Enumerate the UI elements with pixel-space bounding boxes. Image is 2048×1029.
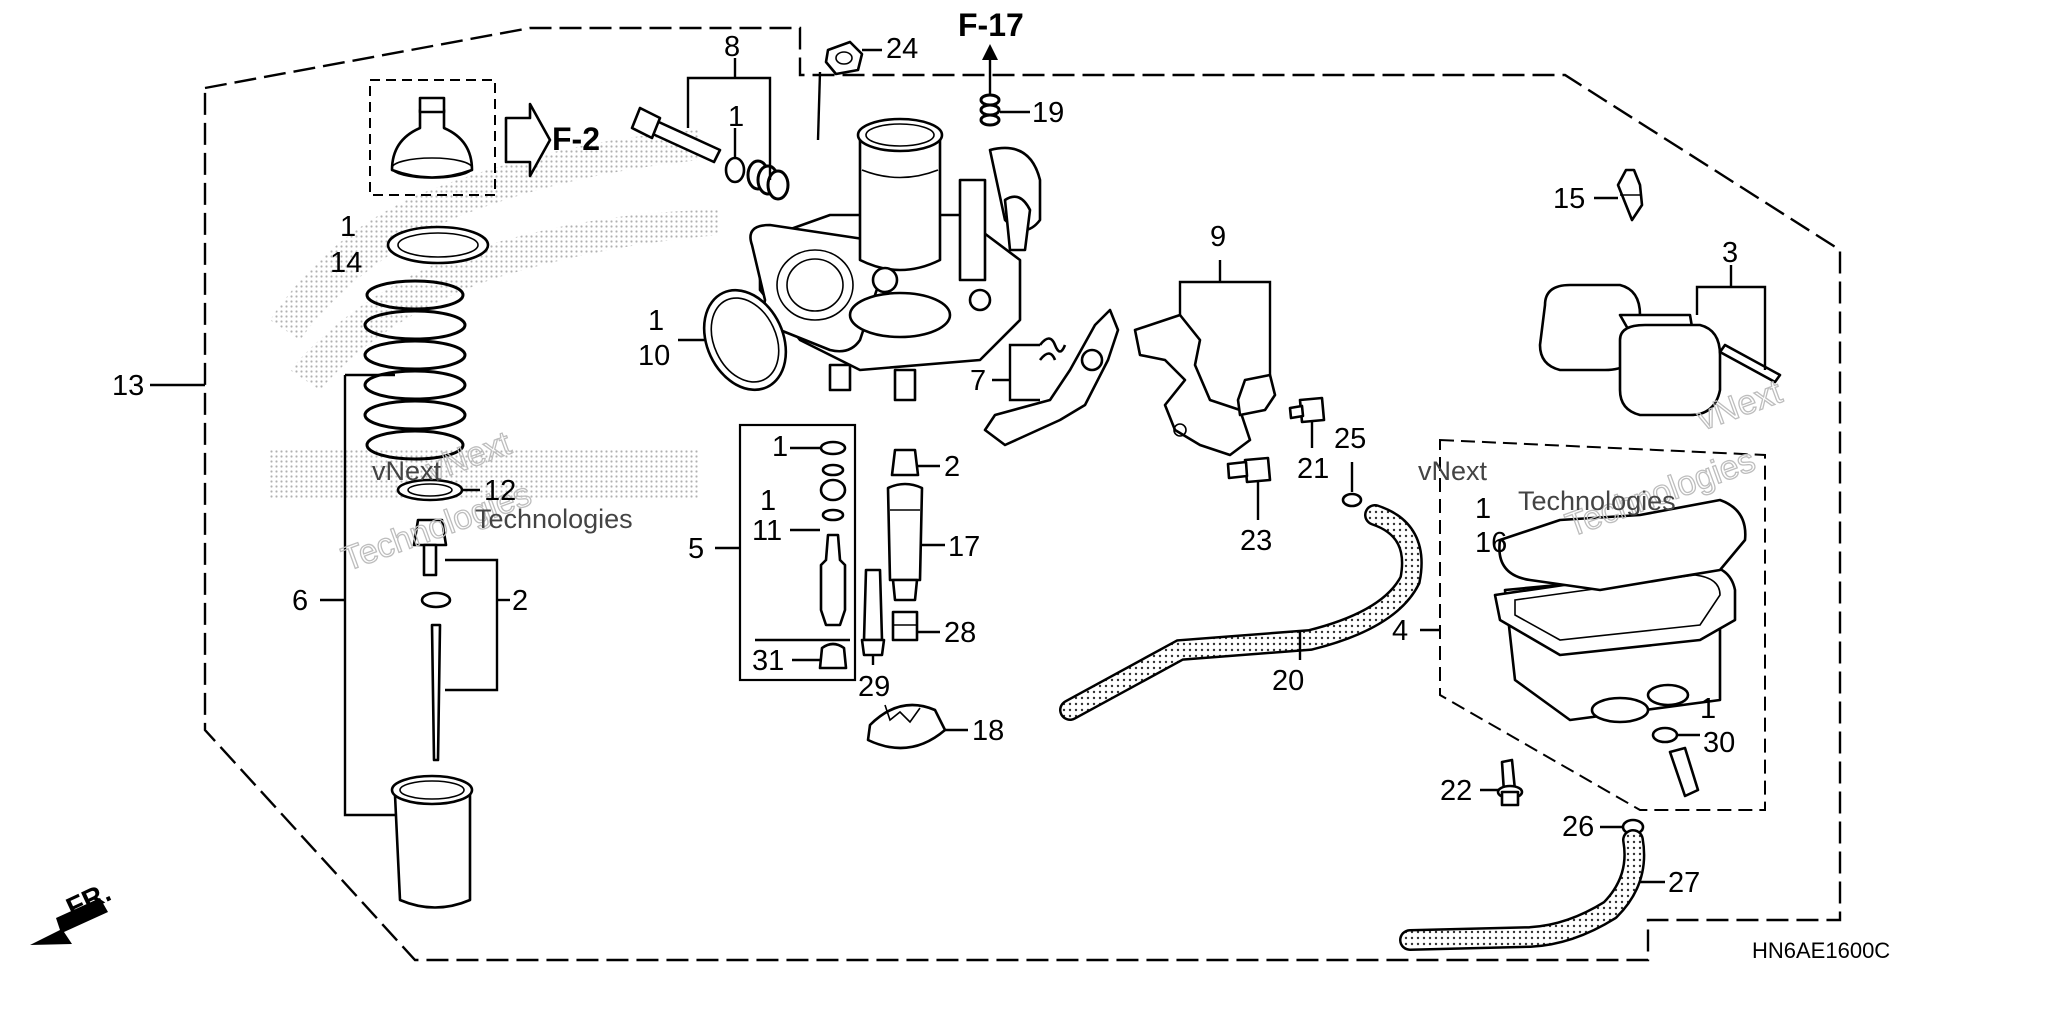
callout-1-gasket-16: 1 bbox=[1475, 493, 1491, 525]
callout-2-holder: 2 bbox=[944, 451, 960, 483]
callout-26: 26 bbox=[1562, 811, 1594, 843]
bracket-6 bbox=[343, 375, 395, 817]
screw-21 bbox=[1288, 396, 1326, 424]
callout-16: 16 bbox=[1475, 527, 1507, 559]
hose-clip-25 bbox=[1341, 492, 1363, 508]
drain-tube-27-fill bbox=[1401, 831, 1643, 949]
callout-30: 30 bbox=[1703, 727, 1735, 759]
callout-12: 12 bbox=[484, 475, 516, 507]
bracket-2b bbox=[445, 558, 499, 692]
callout-1-o-ring-14: 1 bbox=[340, 211, 356, 243]
screw-22 bbox=[1496, 758, 1524, 807]
diagram-code: HN6AE1600C bbox=[1752, 938, 1890, 963]
jet-needle-set bbox=[412, 518, 452, 762]
throttle-lever-7 bbox=[983, 308, 1120, 447]
callout-5: 5 bbox=[688, 533, 704, 565]
callout-17: 17 bbox=[948, 531, 980, 563]
main-jet-holder-17 bbox=[886, 448, 924, 602]
throttle-valve-spring bbox=[363, 279, 467, 461]
throttle-cable-bracket-9 bbox=[1133, 313, 1277, 457]
front-arrow-icon bbox=[30, 898, 108, 945]
carburetor-top-cap bbox=[390, 96, 474, 179]
callout-23: 23 bbox=[1240, 525, 1272, 557]
callout-27: 27 bbox=[1668, 867, 1700, 899]
f2-arrow bbox=[504, 102, 552, 178]
float-valve-15 bbox=[1616, 168, 1644, 222]
fuel-tube-20-fill bbox=[1061, 506, 1421, 719]
screw-23 bbox=[1226, 456, 1272, 484]
cap-nut-24 bbox=[816, 40, 864, 141]
assembly-boundary bbox=[203, 26, 1842, 962]
callout-8: 8 bbox=[724, 31, 740, 63]
callout-31: 31 bbox=[752, 645, 784, 677]
watermark-overlay-left-2: Technologies bbox=[475, 504, 633, 534]
jet-assembly-box bbox=[738, 423, 857, 682]
watermark-overlay-left: vNext bbox=[372, 456, 442, 486]
watermark-overlay-right: vNext bbox=[1418, 456, 1488, 486]
float-chamber-box bbox=[1439, 438, 1766, 811]
watermark-overlay-right-2: Technologies bbox=[1518, 486, 1676, 516]
air-screw-set bbox=[630, 106, 790, 201]
f17-arrowhead bbox=[982, 44, 998, 60]
callout-19: 19 bbox=[1032, 97, 1064, 129]
callout-11: 11 bbox=[752, 515, 782, 547]
carburetor-body bbox=[749, 117, 1042, 402]
bracket-9 bbox=[1178, 280, 1272, 375]
float-chamber bbox=[1493, 563, 1737, 724]
callout-18: 18 bbox=[972, 715, 1004, 747]
bracket-8 bbox=[686, 76, 772, 180]
jet-assembly-5 bbox=[818, 440, 848, 670]
callout-9: 9 bbox=[1210, 221, 1226, 253]
cap-reference-box bbox=[369, 79, 496, 196]
callout-1-seal-11: 1 bbox=[760, 485, 776, 517]
callout-1-o-ring-10: 1 bbox=[648, 305, 664, 337]
slow-jet-29 bbox=[860, 568, 886, 657]
callout-24: 24 bbox=[886, 33, 918, 65]
gasket-16 bbox=[1498, 498, 1747, 592]
callout-14: 14 bbox=[330, 247, 362, 279]
f2-ref: F-2 bbox=[552, 121, 600, 157]
callout-1-air-screw: 1 bbox=[728, 101, 744, 133]
o-ring-14 bbox=[386, 225, 490, 265]
drain-screw-30 bbox=[1668, 746, 1700, 798]
plug-18 bbox=[866, 703, 947, 750]
background-logo-watermark bbox=[270, 130, 720, 500]
callout-6: 6 bbox=[292, 585, 308, 617]
main-jet-28 bbox=[891, 610, 919, 642]
callout-22: 22 bbox=[1440, 775, 1472, 807]
callout-10: 10 bbox=[638, 340, 670, 372]
float-3 bbox=[1538, 283, 1782, 417]
callout-3: 3 bbox=[1722, 237, 1738, 269]
callout-25: 25 bbox=[1334, 423, 1366, 455]
spring-19 bbox=[979, 93, 1001, 127]
f17-ref: F-17 bbox=[958, 7, 1024, 43]
callout-29: 29 bbox=[858, 671, 890, 703]
callout-7: 7 bbox=[970, 365, 986, 397]
throttle-valve bbox=[390, 774, 474, 909]
callout-20: 20 bbox=[1272, 665, 1304, 697]
callout-21: 21 bbox=[1297, 453, 1329, 485]
callout-1-jet-assembly: 1 bbox=[772, 431, 788, 463]
callout-1-washer-30: 1 bbox=[1700, 693, 1716, 725]
callout-15: 15 bbox=[1553, 183, 1585, 215]
washer-30 bbox=[1651, 726, 1679, 744]
callout-2-needle: 2 bbox=[512, 585, 528, 617]
callout-13: 13 bbox=[112, 370, 144, 402]
bracket-7 bbox=[1008, 343, 1040, 402]
callout-4: 4 bbox=[1392, 615, 1408, 647]
callout-28: 28 bbox=[944, 617, 976, 649]
o-ring-10-inner bbox=[710, 297, 780, 383]
